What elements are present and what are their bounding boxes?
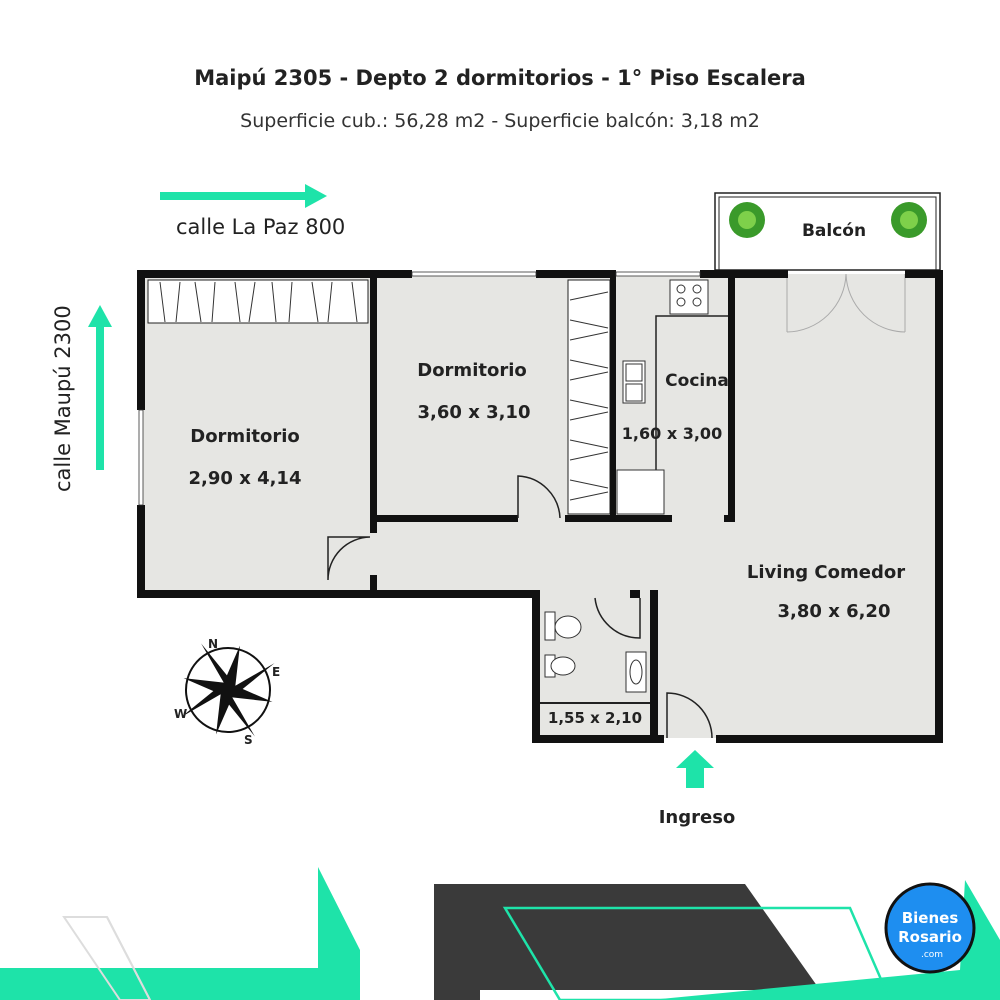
bienes-rosario-logo: Bienes Rosario .com (884, 882, 976, 974)
compass-e: E (272, 665, 280, 679)
room-size: 2,90 x 4,14 (189, 468, 302, 489)
closet (147, 279, 369, 324)
closet (567, 279, 611, 515)
balcony (714, 192, 941, 271)
room-label: Dormitorio (417, 360, 527, 381)
plant-icon (729, 202, 765, 238)
room-size: 3,60 x 3,10 (418, 402, 531, 423)
entrance-door (666, 692, 713, 739)
compass-s: S (244, 733, 253, 747)
page-subtitle: Superficie cub.: 56,28 m2 - Superficie b… (240, 110, 760, 132)
compass-rose-icon (181, 643, 275, 737)
entrance-label: Ingreso (659, 807, 736, 828)
bidet-icon (544, 654, 576, 678)
room-size: 1,60 x 3,00 (622, 424, 722, 443)
stove-icon (669, 279, 709, 315)
door-dormitorio-1 (327, 536, 371, 581)
room-label-balcon: Balcón (802, 221, 866, 241)
street-arrow-vertical (88, 305, 112, 470)
fridge-icon (616, 469, 665, 515)
window (411, 271, 537, 277)
toilet-icon (544, 611, 582, 641)
room-size: 3,80 x 6,20 (778, 601, 891, 622)
walls (137, 270, 943, 743)
page-title: Maipú 2305 - Depto 2 dormitorios - 1° Pi… (194, 66, 806, 90)
balcony-door (786, 273, 906, 333)
svg-text:.com: .com (921, 950, 943, 960)
compass-w: W (174, 707, 187, 721)
counter (655, 315, 728, 470)
door-dormitorio-2 (517, 475, 561, 519)
street-label-horizontal: calle La Paz 800 (176, 215, 345, 239)
plant-icon (891, 202, 927, 238)
entrance-arrow-icon (676, 750, 714, 788)
sink-icon (622, 360, 646, 404)
window (138, 409, 144, 506)
room-size: 1,55 x 2,10 (548, 709, 642, 727)
room-label: Living Comedor (747, 562, 905, 583)
floor-area (142, 274, 938, 738)
street-arrow-horizontal (160, 184, 327, 208)
svg-text:Bienes: Bienes (902, 909, 959, 927)
compass-n: N (208, 637, 218, 651)
svg-text:Rosario: Rosario (898, 928, 962, 946)
street-label-vertical: calle Maupú 2300 (51, 305, 75, 492)
room-label: Dormitorio (190, 426, 300, 447)
room-label: Cocina (665, 371, 729, 391)
decorative-footer (0, 867, 1000, 1000)
washbasin-icon (625, 651, 647, 693)
door-bathroom (594, 597, 641, 639)
window (615, 271, 701, 277)
